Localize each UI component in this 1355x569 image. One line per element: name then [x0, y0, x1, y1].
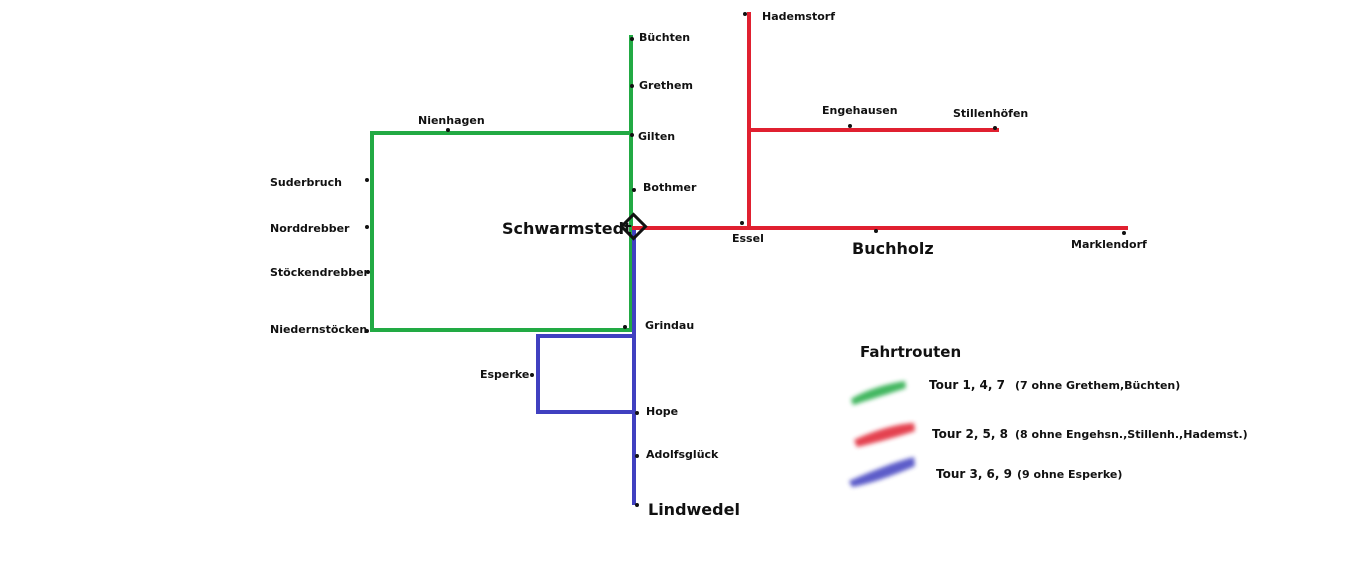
label-suderbruch: Suderbruch: [270, 176, 342, 189]
stop-dot-adolfsglueck: [635, 454, 639, 458]
green-route: [370, 35, 633, 332]
label-essel: Essel: [732, 232, 764, 245]
legend-tours-red: Tour 2, 5, 8: [932, 427, 1008, 441]
label-hademstorf: Hademstorf: [762, 10, 835, 23]
stop-dot-suderbruch: [365, 178, 369, 182]
blue-route-esperke-loop: [536, 334, 636, 414]
label-niederstoecken: Niedernstöcken: [270, 323, 367, 336]
label-buchholz: Buchholz: [852, 239, 934, 258]
label-hope: Hope: [646, 405, 678, 418]
legend: Fahrtrouten Tour 1, 4, 7 (7 ohne Grethem…: [849, 343, 1248, 487]
stop-dot-buchholz: [874, 229, 878, 233]
label-stillenhoefen: Stillenhöfen: [953, 107, 1028, 120]
stop-dot-lindwedel: [635, 503, 639, 507]
legend-note-blue: (9 ohne Esperke): [1017, 468, 1122, 481]
stop-dot-grindau: [623, 325, 627, 329]
legend-swatch-blue: [849, 457, 915, 487]
legend-swatch-green: [851, 381, 906, 405]
legend-entry-blue: Tour 3, 6, 9 (9 ohne Esperke): [849, 457, 1122, 487]
label-marklendorf: Marklendorf: [1071, 238, 1147, 251]
stop-dot-stillenhoefen: [993, 126, 997, 130]
stop-dot-grethem: [630, 84, 634, 88]
label-gilten: Gilten: [638, 130, 675, 143]
label-lindwedel: Lindwedel: [648, 500, 740, 519]
label-adolfsglueck: Adolfsglück: [646, 448, 719, 461]
stop-dot-hope: [635, 411, 639, 415]
place-labels: Büchten Grethem Gilten Bothmer Schwarmst…: [270, 10, 1147, 519]
stop-markers: [365, 12, 1126, 507]
label-stoeckendrebber: Stöckendrebber: [270, 266, 370, 279]
label-schwarmstedt: Schwarmstedt: [502, 219, 632, 238]
label-engehausen: Engehausen: [822, 104, 898, 117]
schwarmstedt-hub-diamond: [619, 212, 648, 241]
label-grethem: Grethem: [639, 79, 693, 92]
red-route: [632, 12, 1128, 230]
stop-dot-bothmer: [632, 188, 636, 192]
blue-route: [536, 230, 636, 505]
stop-dot-norddrebber: [365, 225, 369, 229]
label-esperke: Esperke: [480, 368, 529, 381]
stop-dot-esperke: [530, 373, 534, 377]
stop-dot-stoeckendrebber: [366, 270, 370, 274]
legend-title: Fahrtrouten: [860, 343, 961, 361]
legend-tours-blue: Tour 3, 6, 9: [936, 467, 1012, 481]
stop-dot-essel: [740, 221, 744, 225]
stop-dot-gilten: [630, 133, 634, 137]
stop-dot-hademstorf: [743, 12, 747, 16]
legend-note-green: (7 ohne Grethem,Büchten): [1015, 379, 1180, 392]
stop-dot-marklendorf: [1122, 231, 1126, 235]
legend-entry-green: Tour 1, 4, 7 (7 ohne Grethem,Büchten): [851, 378, 1180, 405]
stop-dot-buechten: [630, 37, 634, 41]
label-grindau: Grindau: [645, 319, 694, 332]
stop-dot-nienhagen: [446, 128, 450, 132]
stop-dot-niederstoecken: [365, 329, 369, 333]
label-buechten: Büchten: [639, 31, 690, 44]
label-nienhagen: Nienhagen: [418, 114, 485, 127]
green-route-loop: [370, 131, 633, 332]
legend-entry-red: Tour 2, 5, 8 (8 ohne Engehsn.,Stillenh.,…: [854, 423, 1248, 447]
label-bothmer: Bothmer: [643, 181, 697, 194]
stop-dot-engehausen: [848, 124, 852, 128]
legend-note-red: (8 ohne Engehsn.,Stillenh.,Hademst.): [1015, 428, 1248, 441]
legend-tours-green: Tour 1, 4, 7: [929, 378, 1005, 392]
label-norddrebber: Norddrebber: [270, 222, 350, 235]
legend-swatch-red: [854, 423, 915, 447]
